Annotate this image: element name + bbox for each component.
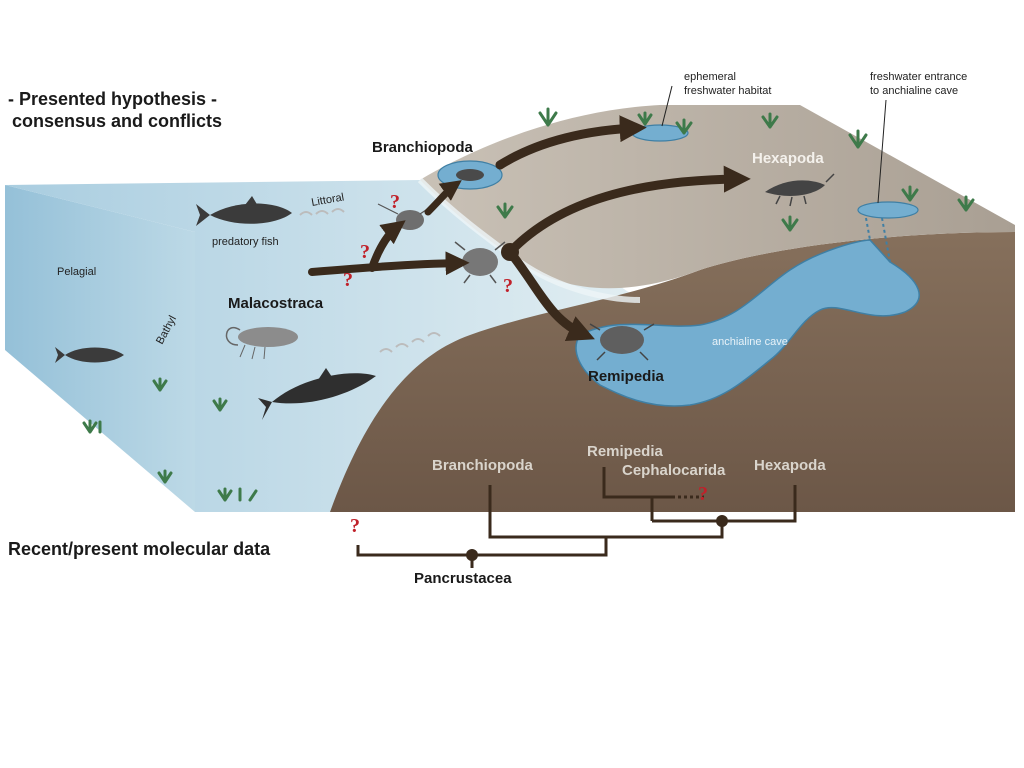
anchialine-cave xyxy=(575,239,920,407)
plant xyxy=(957,195,975,212)
plant xyxy=(781,215,799,232)
plant xyxy=(212,397,228,412)
question-mark-root: ? xyxy=(350,515,360,537)
hypothesis-heading-line1: - Presented hypothesis - xyxy=(8,89,217,109)
tree-outer xyxy=(356,537,608,557)
hexapod-icon xyxy=(765,173,835,207)
arrow-center-to-hexapoda xyxy=(505,165,751,257)
label-ephemeral-1: ephemeral xyxy=(684,71,736,83)
wake-lines xyxy=(299,208,441,353)
arrow-center-to-remipedia xyxy=(505,247,595,342)
taxon-remipedia: Remipedia xyxy=(588,368,665,385)
arrow-to-branchiopoda-pond xyxy=(424,180,462,216)
tree-label-hexapoda: Hexapoda xyxy=(754,457,826,474)
plant xyxy=(152,377,168,392)
tree-hexapoda xyxy=(652,485,797,523)
arrow-branchiopoda-to-ephemeral xyxy=(495,115,647,170)
zone-pelagial: Pelagial xyxy=(57,266,96,278)
freshwater-entrance-pool xyxy=(857,201,919,219)
taxon-hexapoda: Hexapoda xyxy=(752,150,824,167)
phylogeny-tree xyxy=(356,467,797,568)
label-cave-entrance-2: to anchialine cave xyxy=(870,85,958,97)
crustacean-icon xyxy=(454,241,506,284)
label-predatory-fish: predatory fish xyxy=(212,236,279,248)
tree-label-cephalocarida: Cephalocarida xyxy=(622,462,726,479)
question-mark-lower: ? xyxy=(343,269,353,291)
plant xyxy=(538,107,558,127)
question-mark-cephalocarida: ? xyxy=(698,483,708,505)
predatory-fish-icon xyxy=(196,196,292,226)
question-mark-center: ? xyxy=(503,275,513,297)
tree-label-branchiopoda: Branchiopoda xyxy=(432,457,533,474)
pointer-ephemeral xyxy=(661,85,673,127)
plant xyxy=(496,202,514,219)
arrow-node xyxy=(501,243,519,261)
question-mark-littoral: ? xyxy=(390,191,400,213)
arrow-malacostraca-to-center xyxy=(308,251,470,276)
plant xyxy=(157,469,173,484)
tree-remipedia xyxy=(602,467,654,521)
land-surface xyxy=(420,105,1015,289)
pelagial-fish-icon xyxy=(55,347,124,363)
evolution-arrows xyxy=(308,115,751,342)
shrimp-icon xyxy=(225,327,298,360)
plant xyxy=(761,112,779,129)
pointer-cave-entrance xyxy=(877,99,887,204)
plant xyxy=(901,185,919,202)
branchiopod-icon xyxy=(456,169,484,181)
label-ephemeral-2: freshwater habitat xyxy=(684,85,771,97)
cave-shaft xyxy=(865,217,891,263)
hypothesis-heading-line2: consensus and conflicts xyxy=(12,111,222,131)
plant xyxy=(848,129,868,149)
tree-label-pancrustacea: Pancrustacea xyxy=(414,570,512,587)
taxon-branchiopoda: Branchiopoda xyxy=(372,139,473,156)
molecular-heading: Recent/present molecular data xyxy=(8,539,271,559)
tree-node-inner xyxy=(716,515,728,527)
remipede-icon xyxy=(589,323,655,361)
arrow-to-copepod xyxy=(368,220,406,272)
large-fish-icon xyxy=(258,368,376,420)
taxon-malacostraca: Malacostraca xyxy=(228,295,324,312)
label-anchialine-cave: anchialine cave xyxy=(712,336,788,348)
plant xyxy=(82,419,102,434)
tree-label-remipedia: Remipedia xyxy=(587,443,664,460)
question-mark-malacostraca: ? xyxy=(360,241,370,263)
plant xyxy=(675,118,693,135)
plant xyxy=(217,487,258,502)
label-cave-entrance-1: freshwater entrance xyxy=(870,71,967,83)
zone-littoral: Littoral xyxy=(310,191,345,209)
